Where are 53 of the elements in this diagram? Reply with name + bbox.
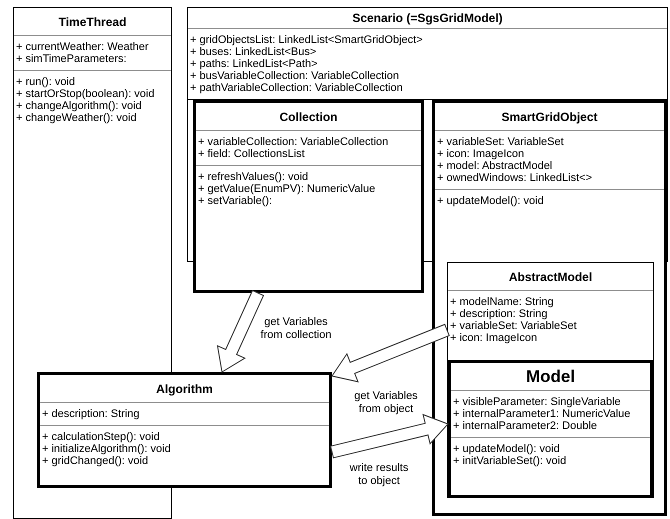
class-name: Algorithm <box>156 380 213 398</box>
method-text: + updateModel(): void <box>436 195 544 207</box>
method-text: + setVariable(): <box>197 195 272 207</box>
attribute-text: + field: CollectionsList <box>197 148 305 160</box>
method-text: + modelName: String <box>449 296 554 308</box>
method-text: + startOrStop(boolean): void <box>15 88 154 100</box>
class-box <box>37 372 332 488</box>
attribute-text: + internalParameter1: NumericValue <box>452 408 630 420</box>
attribute-text: + model: AbstractModel <box>436 160 552 172</box>
attribute-text: + currentWeather: Weather <box>15 41 149 53</box>
method-text: + calculationStep(): void <box>41 431 160 443</box>
method-text: + icon: ImageIcon <box>449 332 538 344</box>
hollow-arrow <box>331 324 450 382</box>
class-box <box>448 360 653 498</box>
method-text: + gridChanged(): void <box>41 455 148 467</box>
class-name: Collection <box>279 108 338 126</box>
class-box <box>193 100 424 293</box>
method-text: + updateModel(): void <box>452 443 560 455</box>
attribute-text: + pathVariableCollection: VariableCollection <box>189 82 403 94</box>
method-text: + run(): void <box>15 76 75 88</box>
method-text: + initializeAlgorithm(): void <box>41 443 171 455</box>
edge-label: get Variables from object <box>353 390 419 416</box>
attribute-text: + busVariableCollection: VariableCollection <box>189 70 400 82</box>
attribute-text: + variableCollection: VariableCollection <box>197 136 388 148</box>
attribute-text: + buses: LinkedList<Bus> <box>189 46 316 58</box>
class-name: Scenario (=SgsGridModel) <box>352 10 503 27</box>
method-text: + variableSet: VariableSet <box>449 320 577 332</box>
class-name: SmartGridObject <box>501 108 598 126</box>
attribute-text: + icon: ImageIcon <box>436 148 524 160</box>
edge-label: get Variables from collection <box>260 316 332 342</box>
class-name: Model <box>526 366 576 388</box>
attribute-text: + simTimeParameters: <box>15 53 127 65</box>
attribute-text: + variableSet: VariableSet <box>436 136 564 148</box>
class-box <box>432 100 667 516</box>
attribute-text: + ownedWindows: LinkedList<> <box>436 172 592 184</box>
method-text: + description: String <box>449 308 548 320</box>
method-text: + changeAlgorithm(): void <box>15 100 142 112</box>
method-text: + initVariableSet(): void <box>452 455 566 467</box>
class-box <box>187 7 668 100</box>
class-box <box>447 262 654 498</box>
edge-label: write results to object <box>348 462 410 488</box>
hollow-arrow <box>216 290 264 373</box>
method-text: + getValue(EnumPV): NumericValue <box>197 183 376 195</box>
attribute-text: + internalParameter2: Double <box>452 420 597 432</box>
method-text: + changeWeather(): void <box>15 112 137 124</box>
attribute-text: + visibleParameter: SingleVariable <box>452 396 621 408</box>
class-name: AbstractModel <box>508 268 592 286</box>
attribute-text: + gridObjectsList: LinkedList<SmartGridObject> <box>189 34 423 46</box>
hollow-arrow <box>330 414 449 458</box>
class-name: TimeThread <box>58 14 126 30</box>
attribute-text: + paths: LinkedList<Path> <box>189 58 318 70</box>
method-text: + refreshValues(): void <box>197 171 308 183</box>
attribute-text: + description: String <box>41 408 140 420</box>
